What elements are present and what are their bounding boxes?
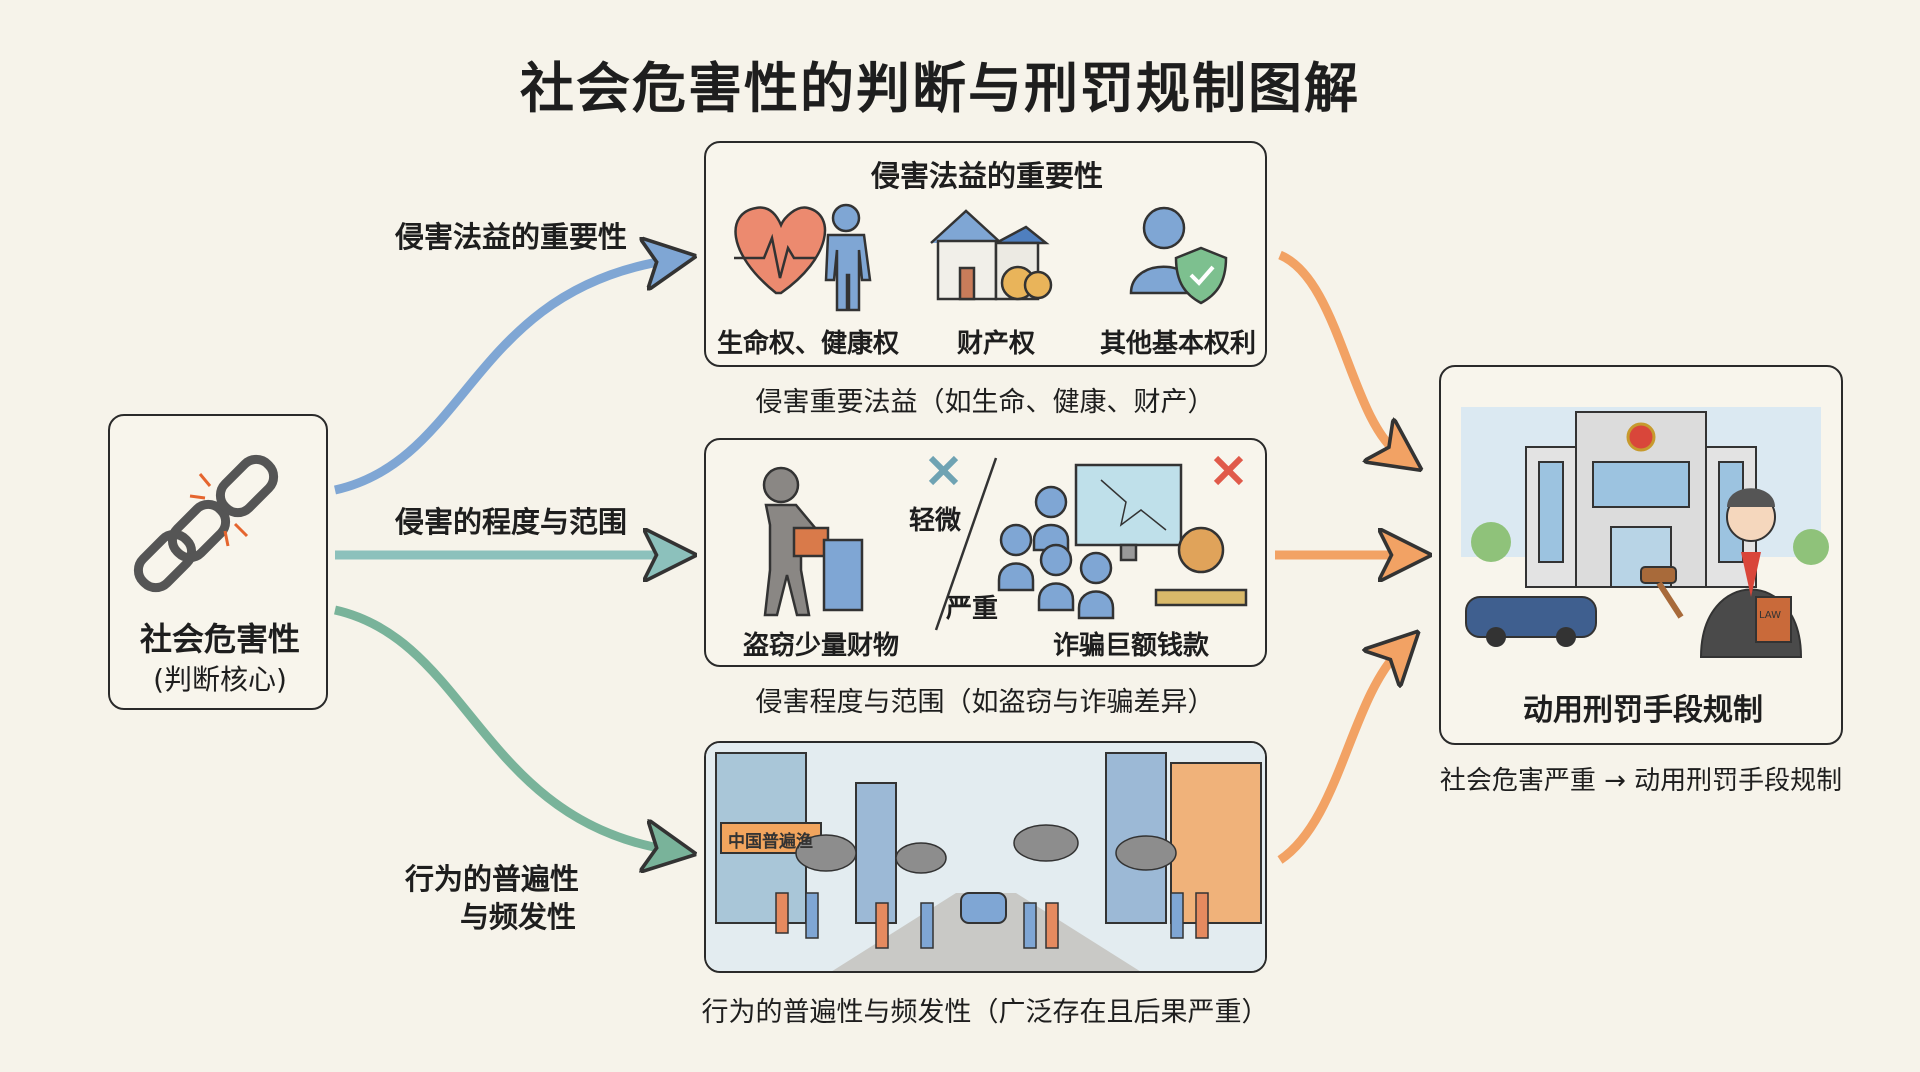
prevalence-caption: 行为的普遍性与频发性（广泛存在且后果严重） — [701, 997, 1269, 1028]
result-box: LAW 动用刑罚手段规制 — [1439, 365, 1843, 745]
core-sub: (判断核心) — [153, 663, 287, 696]
arrow-label-prevalence-2: 与频发性 — [460, 900, 577, 934]
street-scene-illustration — [706, 743, 1265, 971]
victims-icon — [997, 485, 1115, 620]
arrow-importance-to-result — [1278, 250, 1400, 455]
broken-monitor-icon — [1074, 463, 1183, 562]
divider-slash — [934, 457, 998, 631]
item-property: 财产权 — [956, 329, 1036, 359]
law-book-text: LAW — [1759, 610, 1781, 621]
item-life-health: 生命权、健康权 — [716, 329, 900, 359]
severity-serious: 严重 — [946, 594, 999, 624]
result-label: 动用刑罚手段规制 — [1523, 693, 1763, 728]
money-bag-icon — [1154, 526, 1248, 607]
person-shield-icon — [1129, 206, 1228, 305]
fraud-x-icon — [1213, 455, 1244, 486]
severity-light: 轻微 — [909, 506, 962, 536]
degree-caption: 侵害程度与范围（如盗窃与诈骗差异） — [755, 687, 1215, 718]
pocket-icon — [822, 538, 864, 612]
item-theft: 盗窃少量财物 — [742, 631, 900, 661]
house-money-icon — [930, 209, 1053, 301]
importance-caption: 侵害重要法益（如生命、健康、财产） — [755, 387, 1215, 418]
arrow-to-importance — [334, 260, 670, 495]
law-book-icon — [1755, 596, 1792, 643]
importance-box-title: 侵害法益的重要性 — [870, 159, 1104, 193]
person-icon — [824, 203, 872, 312]
arrow-label-prevalence-1: 行为的普遍性 — [405, 862, 580, 896]
item-fraud: 诈骗巨额钱款 — [1052, 631, 1210, 661]
broken-chain-icon — [133, 454, 279, 593]
importance-box: 侵害法益的重要性 生命权、健康权 财产权 其他基本权利 — [704, 141, 1267, 367]
national-emblem-icon — [1626, 422, 1656, 452]
wallet-icon — [792, 526, 830, 558]
prevalence-box: 中国普遍渔 — [704, 741, 1267, 973]
arrow-prevalence-to-result — [1277, 650, 1400, 864]
arrow-to-prevalence — [334, 605, 670, 850]
arrow-label-degree: 侵害的程度与范围 — [395, 505, 628, 539]
car-icon — [960, 892, 1007, 924]
heart-pulse-icon — [734, 206, 827, 295]
arrow-label-importance: 侵害法益的重要性 — [395, 220, 628, 254]
page-title: 社会危害性的判断与刑罚规制图解 — [520, 57, 1360, 120]
result-caption: 社会危害严重 → 动用刑罚手段规制 — [1439, 766, 1843, 796]
courthouse-judge-illustration — [1461, 407, 1829, 658]
gavel-icon — [1640, 566, 1677, 584]
shop-sign: 中国普遍渔 — [728, 832, 813, 852]
core-box: 社会危害性 (判断核心) — [108, 414, 328, 710]
light-x-icon — [928, 455, 959, 486]
item-other-rights: 其他基本权利 — [1099, 329, 1257, 359]
police-car-icon — [1465, 596, 1597, 638]
degree-box: 轻微 严重 盗窃少量财物 诈骗巨额钱款 — [704, 438, 1267, 667]
core-label: 社会危害性 — [139, 620, 301, 658]
